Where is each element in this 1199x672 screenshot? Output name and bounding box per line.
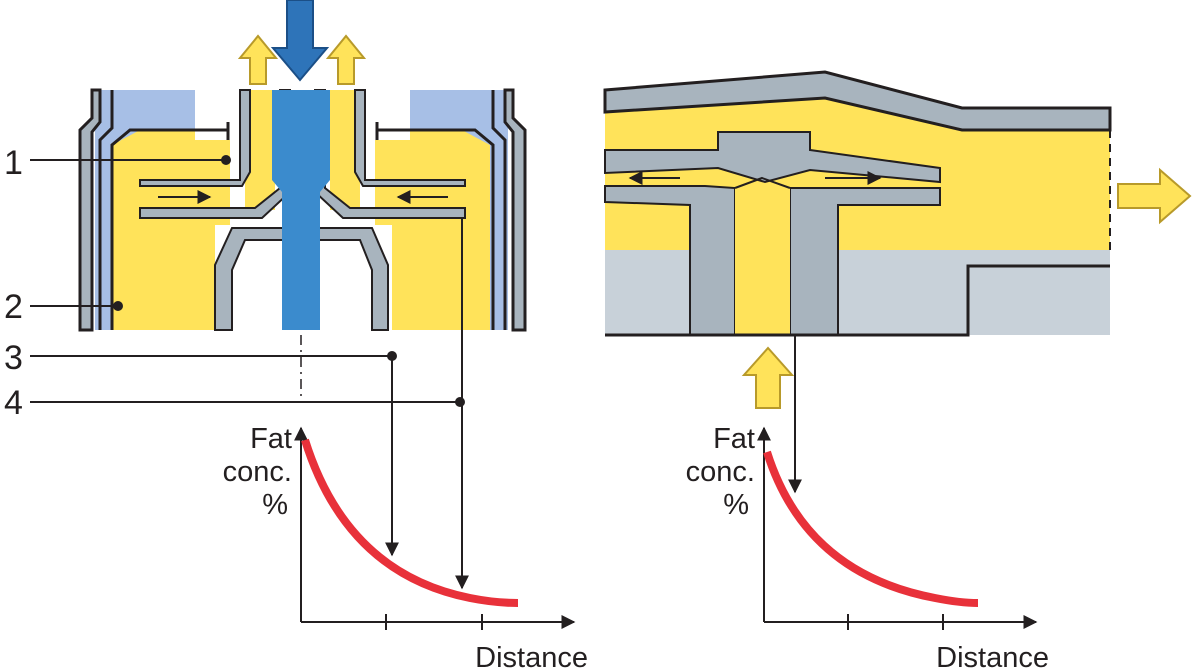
right-fat-curve — [763, 450, 979, 607]
callout-4-label: 4 — [4, 384, 23, 422]
left-bowl-section — [78, 0, 527, 332]
left-ylabel-1: Fat — [250, 423, 292, 455]
left-graph — [294, 218, 576, 630]
left-ylabel-2: conc. — [223, 456, 292, 488]
callout-3-label: 3 — [4, 339, 23, 377]
right-xlabel: Distance — [936, 642, 1049, 672]
right-ylabel-2: conc. — [686, 456, 755, 488]
callout-lines — [30, 155, 465, 407]
callout-1-label: 1 — [4, 144, 23, 182]
left-ylabel-3: % — [262, 489, 288, 521]
right-outlet-section — [603, 70, 1192, 409]
right-ylabel-1: Fat — [713, 423, 755, 455]
right-ylabel-3: % — [723, 489, 749, 521]
right-graph — [757, 335, 1038, 630]
left-xlabel: Distance — [475, 642, 588, 672]
left-fat-curve — [301, 438, 519, 607]
callout-2-label: 2 — [4, 288, 23, 326]
